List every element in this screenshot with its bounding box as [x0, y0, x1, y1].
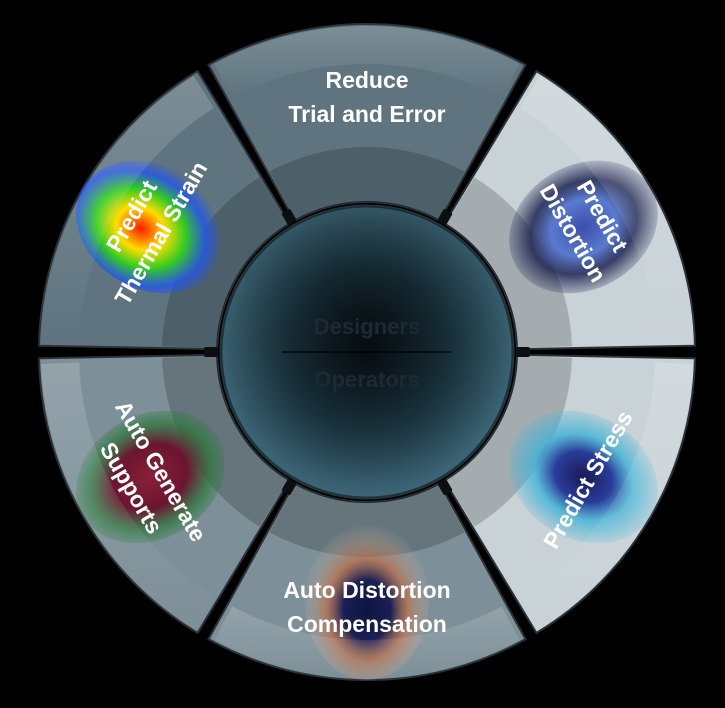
segment-label-line: Trial and Error [288, 101, 445, 127]
segment-connector [516, 347, 530, 357]
segment-inner-band [269, 483, 465, 557]
segment-gloss [520, 362, 693, 629]
segment-label-line: Compensation [287, 611, 447, 637]
segment-inner-band [269, 147, 465, 221]
segment-connector [437, 209, 453, 225]
segment-connector [437, 479, 453, 495]
segment-bottom-left [38, 353, 291, 635]
segment-connector [281, 479, 297, 495]
segment-gloss [41, 362, 214, 629]
segment-gloss [214, 606, 520, 678]
segment-inner-band [445, 356, 572, 527]
center-top-label: Designers [314, 314, 420, 339]
segment-top [207, 23, 527, 223]
segment-inner-band [162, 177, 289, 348]
segment-connector [281, 209, 297, 225]
center-bottom-label: Operators [314, 367, 419, 392]
segment-gloss [41, 75, 214, 342]
segment-connector [204, 347, 218, 357]
segment-bottom [207, 481, 527, 681]
segment-label-line: Auto Distortion [283, 577, 450, 603]
segment-top-right [443, 69, 696, 351]
segment-inner-band [162, 356, 289, 527]
segment-gloss [214, 25, 520, 98]
segment-bottom-right [443, 353, 696, 635]
segment-gloss [520, 75, 693, 342]
segment-label-line: Reduce [325, 67, 408, 93]
segment-inner-band [445, 177, 572, 348]
segment-top-left [38, 69, 291, 351]
